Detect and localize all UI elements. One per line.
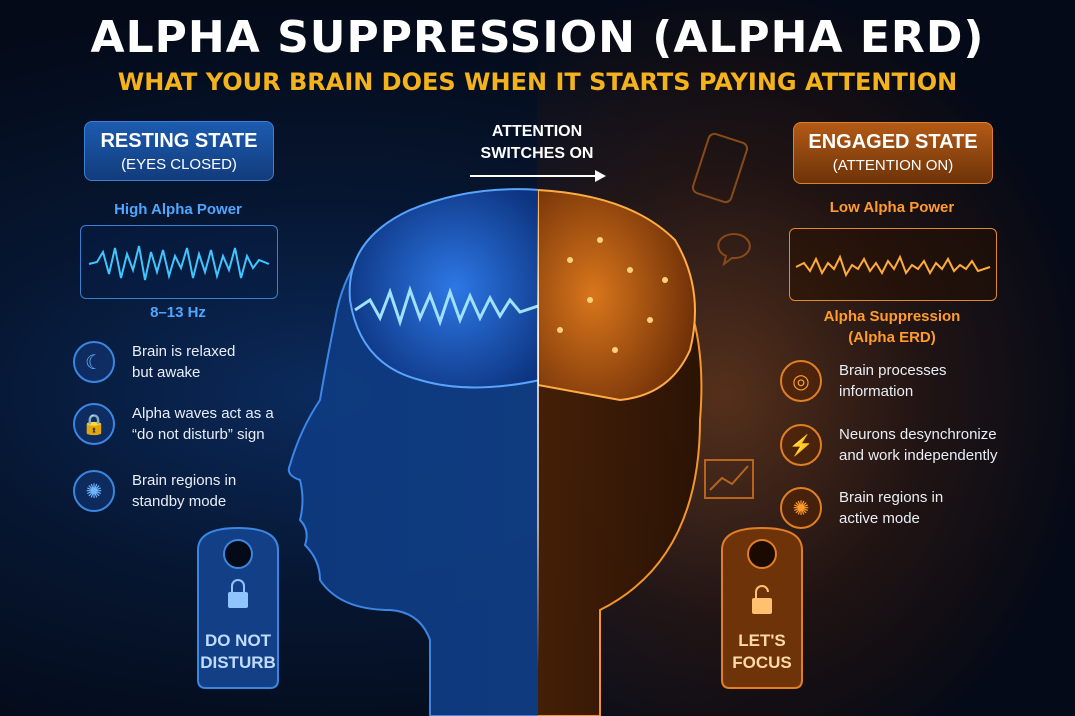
resting-state-subtitle: (EYES CLOSED) (121, 156, 237, 173)
low-alpha-label: Low Alpha Power (829, 199, 955, 216)
brain-icon: ✺ (73, 470, 115, 512)
engaged-item-desynchronize-text: Neurons desynchronize and work independe… (839, 426, 998, 464)
brain-icon: ✺ (780, 487, 822, 529)
engaged-state-subtitle: (ATTENTION ON) (832, 157, 954, 174)
resting-item-standby: ✺ Brain regions in standby mode (73, 470, 236, 512)
brain-blue-half (348, 188, 538, 389)
alpha-frequency-label: 8–13 Hz (150, 304, 206, 321)
low-alpha-wave-box (789, 228, 997, 301)
brain-alpha-wave-blue (354, 285, 538, 327)
high-alpha-wave (88, 245, 270, 281)
resting-item-standby-text: Brain regions in standby mode (132, 472, 237, 510)
moon-icon: ☾ (73, 341, 115, 383)
high-alpha-label: High Alpha Power (114, 201, 242, 218)
resting-item-relaxed-text: Brain is relaxed but awake (132, 343, 236, 381)
alpha-suppression-label: Alpha Suppression (Alpha ERD) (823, 308, 961, 346)
growth-chart-icon (704, 459, 754, 499)
attention-arrow-head (595, 170, 606, 182)
engaged-item-active-text: Brain regions in active mode (839, 489, 944, 527)
engaged-item-processes: ◎ Brain processes information (780, 360, 947, 402)
do-not-disturb-door-hanger (197, 526, 279, 689)
lightning-icon: ⚡ (780, 424, 822, 466)
resting-item-do-not-disturb: 🔒 Alpha waves act as a “do not disturb” … (73, 403, 274, 445)
resting-state-title: RESTING STATE (100, 130, 258, 152)
engaged-state-title: ENGAGED STATE (808, 131, 978, 153)
page-title: ALPHA SUPPRESSION (ALPHA ERD) (90, 12, 985, 63)
target-icon: ◎ (780, 360, 822, 402)
lock-icon: 🔒 (73, 403, 115, 445)
engaged-state-box: ENGAGED STATE (ATTENTION ON) (793, 122, 993, 184)
resting-item-do-not-disturb-text: Alpha waves act as a “do not disturb” si… (132, 405, 274, 443)
chat-bubble-icon (717, 233, 751, 267)
neuron-sparks (557, 237, 668, 353)
high-alpha-wave-box (80, 225, 278, 299)
engaged-item-active: ✺ Brain regions in active mode (780, 487, 943, 529)
resting-item-relaxed: ☾ Brain is relaxed but awake (73, 341, 235, 383)
do-not-disturb-label: DO NOT DISTURB (200, 631, 276, 672)
page-subtitle: WHAT YOUR BRAIN DOES WHEN IT STARTS PAYI… (117, 68, 958, 96)
attention-switch-label: ATTENTION SWITCHES ON (480, 123, 594, 162)
resting-state-box: RESTING STATE (EYES CLOSED) (84, 121, 274, 181)
state-divider (537, 190, 539, 670)
lets-focus-door-hanger (721, 526, 803, 689)
engaged-item-processes-text: Brain processes information (839, 362, 947, 400)
lets-focus-label: LET'S FOCUS (732, 631, 792, 672)
phone-icon (691, 132, 749, 204)
engaged-item-desynchronize: ⚡ Neurons desynchronize and work indepen… (780, 424, 997, 466)
low-alpha-wave (795, 254, 991, 278)
brain-orange-half (538, 188, 696, 402)
